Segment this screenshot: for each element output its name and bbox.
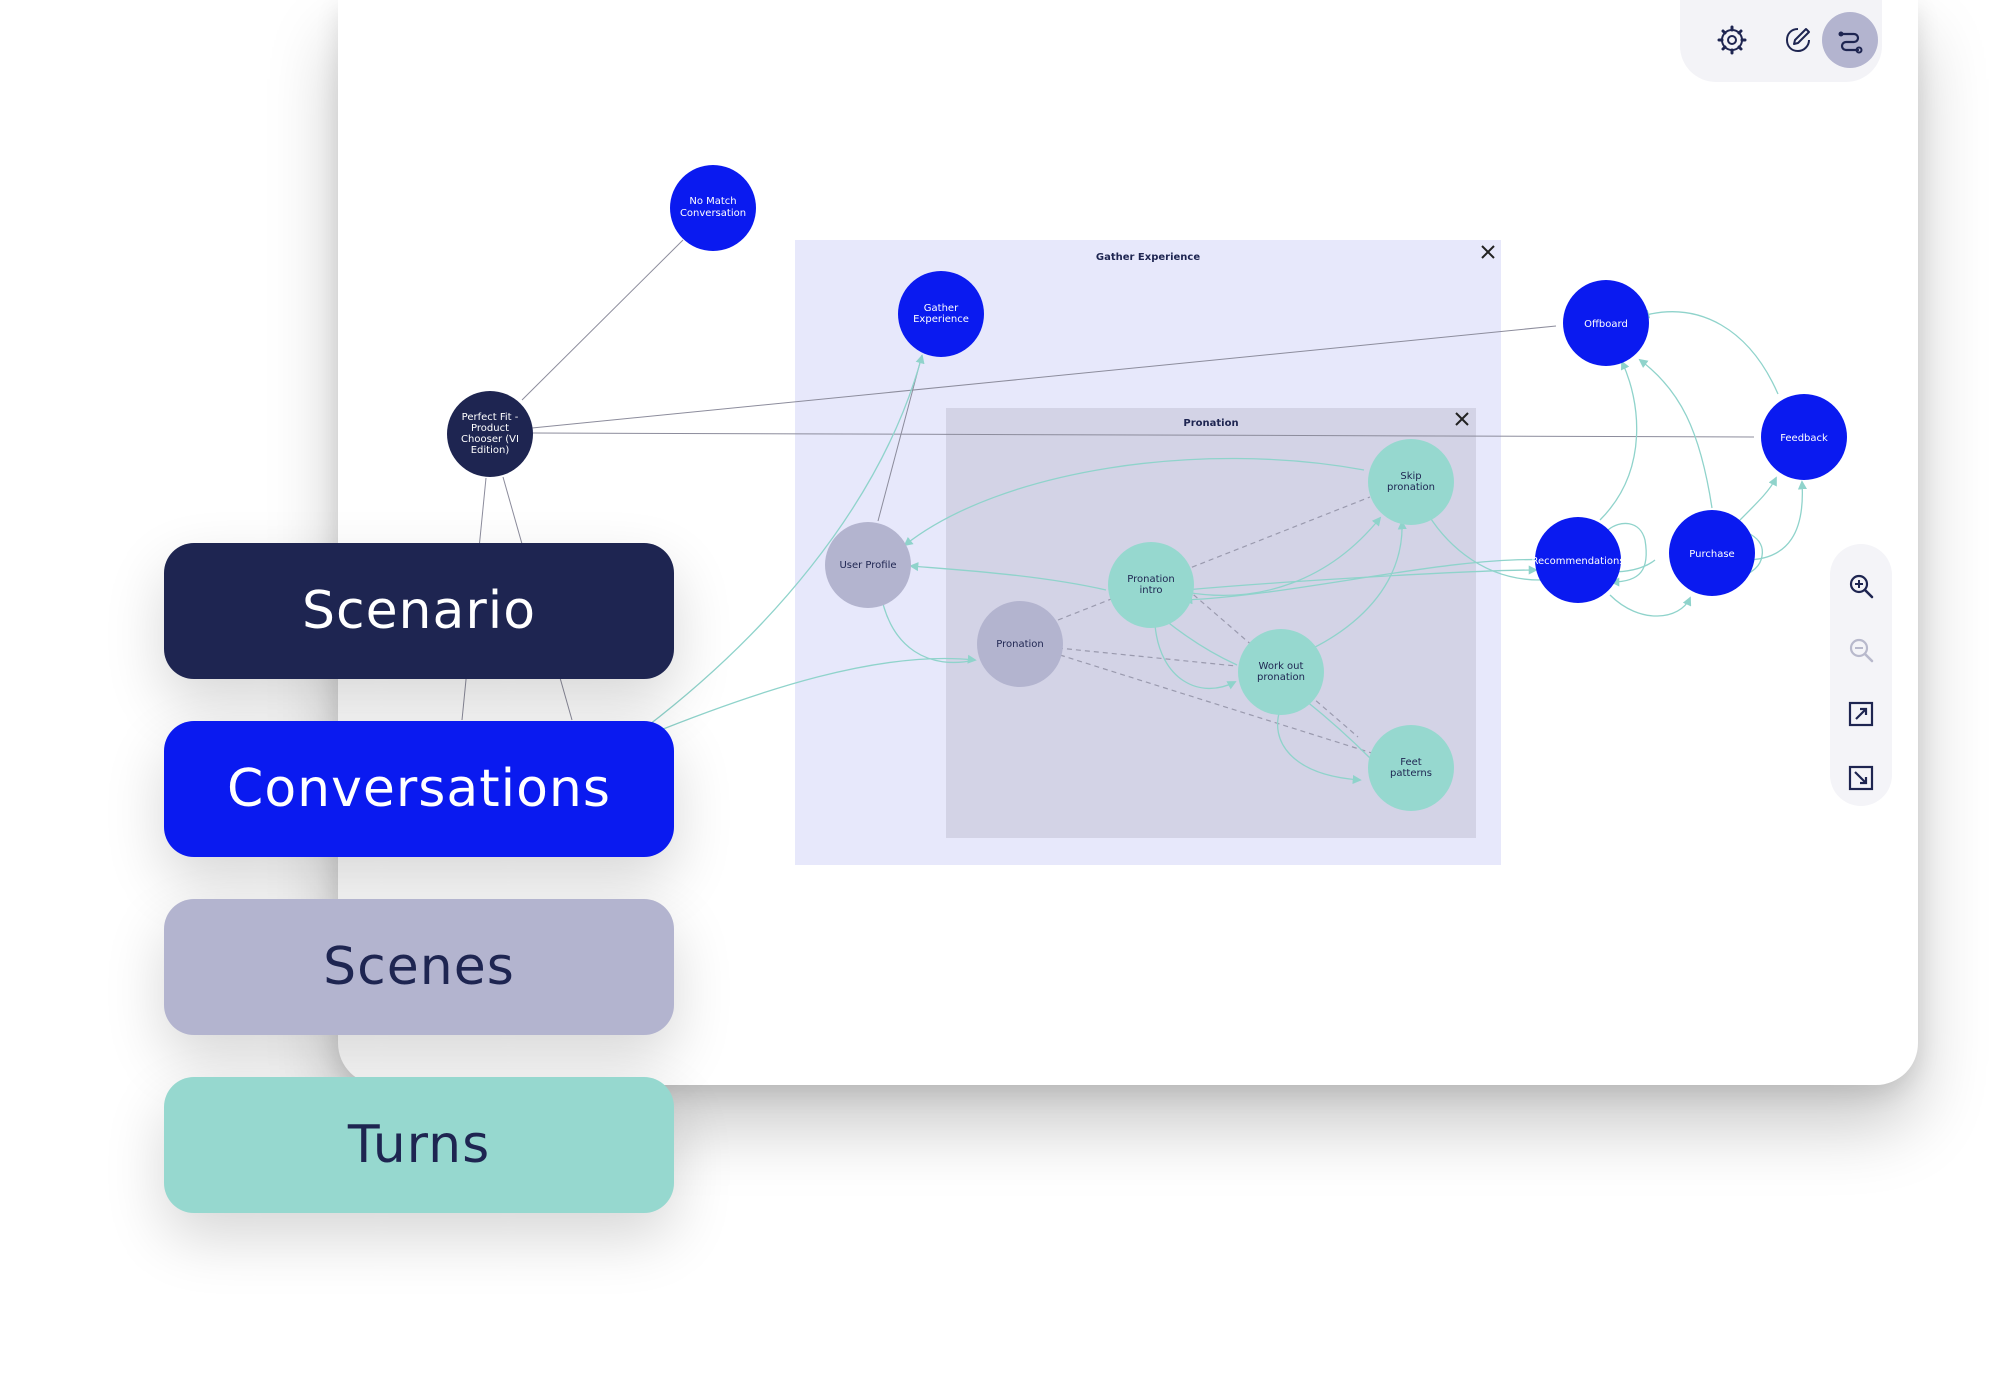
svg-text:Chooser (VI: Chooser (VI [461,434,519,445]
group-pronation-title: Pronation [1183,418,1238,429]
svg-text:Edition): Edition) [471,445,510,456]
svg-text:Gather: Gather [924,303,959,314]
node-no-match-conversation[interactable]: No Match Conversation [670,165,756,251]
svg-text:Work out: Work out [1259,661,1304,672]
zoom-controls [1830,544,1892,806]
node-recommendations-conversation[interactable]: Recommendations [1531,517,1625,603]
node-feet-patterns-turn[interactable]: Feet patterns [1368,725,1454,811]
legend-scenario-label: Scenario [301,581,537,641]
svg-text:Product: Product [471,423,509,434]
svg-text:Skip: Skip [1400,471,1421,482]
legend-conversations-button[interactable]: Conversations [164,721,674,857]
close-icon[interactable] [1455,412,1469,426]
svg-text:Perfect Fit -: Perfect Fit - [462,412,519,423]
svg-text:Conversation: Conversation [680,208,746,219]
zoom-out-button[interactable] [1839,628,1883,672]
svg-text:Experience: Experience [913,314,969,325]
node-gather-experience-conversation[interactable]: Gather Experience [898,271,984,357]
legend-scenes-label: Scenes [323,937,515,997]
legend-conversations-label: Conversations [227,759,611,819]
svg-text:Feedback: Feedback [1780,433,1828,444]
node-purchase-conversation[interactable]: Purchase [1669,510,1755,596]
collapse-icon [1848,765,1874,791]
svg-text:intro: intro [1139,585,1162,596]
svg-text:Pronation: Pronation [996,639,1044,650]
legend-turns-button[interactable]: Turns [164,1077,674,1213]
svg-text:Recommendations: Recommendations [1531,556,1624,567]
node-user-profile-scene[interactable]: User Profile [825,522,911,608]
node-pronation-intro-turn[interactable]: Pronation intro [1108,542,1194,628]
view-toolbar [1680,0,1882,82]
close-icon[interactable] [1481,245,1495,259]
collapse-button[interactable] [1839,756,1883,800]
legend-scenes-button[interactable]: Scenes [164,899,674,1035]
svg-text:Purchase: Purchase [1689,549,1734,560]
svg-text:Pronation: Pronation [1127,574,1175,585]
svg-text:Feet: Feet [1400,757,1422,768]
edit-button[interactable] [1770,12,1826,68]
zoom-in-icon [1849,574,1874,599]
node-offboard-conversation[interactable]: Offboard [1563,280,1649,366]
svg-text:pronation: pronation [1387,482,1435,493]
route-view-button[interactable] [1822,12,1878,68]
svg-text:No Match: No Match [689,196,736,207]
expand-button[interactable] [1839,692,1883,736]
svg-text:pronation: pronation [1257,672,1305,683]
node-pronation-scene[interactable]: Pronation [977,601,1063,687]
settings-gear-button[interactable] [1704,12,1760,68]
zoom-in-button[interactable] [1839,564,1883,608]
legend-scenario-button[interactable]: Scenario [164,543,674,679]
node-work-out-pronation-turn[interactable]: Work out pronation [1238,629,1324,715]
node-skip-pronation-turn[interactable]: Skip pronation [1368,439,1454,525]
group-gather-experience-title: Gather Experience [1096,252,1200,263]
zoom-out-icon [1849,638,1874,663]
svg-text:Offboard: Offboard [1584,319,1628,330]
route-icon [1838,31,1863,54]
settings-gear-icon [1717,25,1747,55]
svg-text:patterns: patterns [1390,768,1432,779]
legend-turns-label: Turns [347,1115,491,1175]
node-perfect-fit-scenario[interactable]: Perfect Fit - Product Chooser (VI Editio… [447,391,533,477]
svg-text:User Profile: User Profile [839,560,896,571]
edit-pen-icon [1785,28,1810,53]
expand-icon [1848,701,1874,727]
node-feedback-conversation[interactable]: Feedback [1761,394,1847,480]
